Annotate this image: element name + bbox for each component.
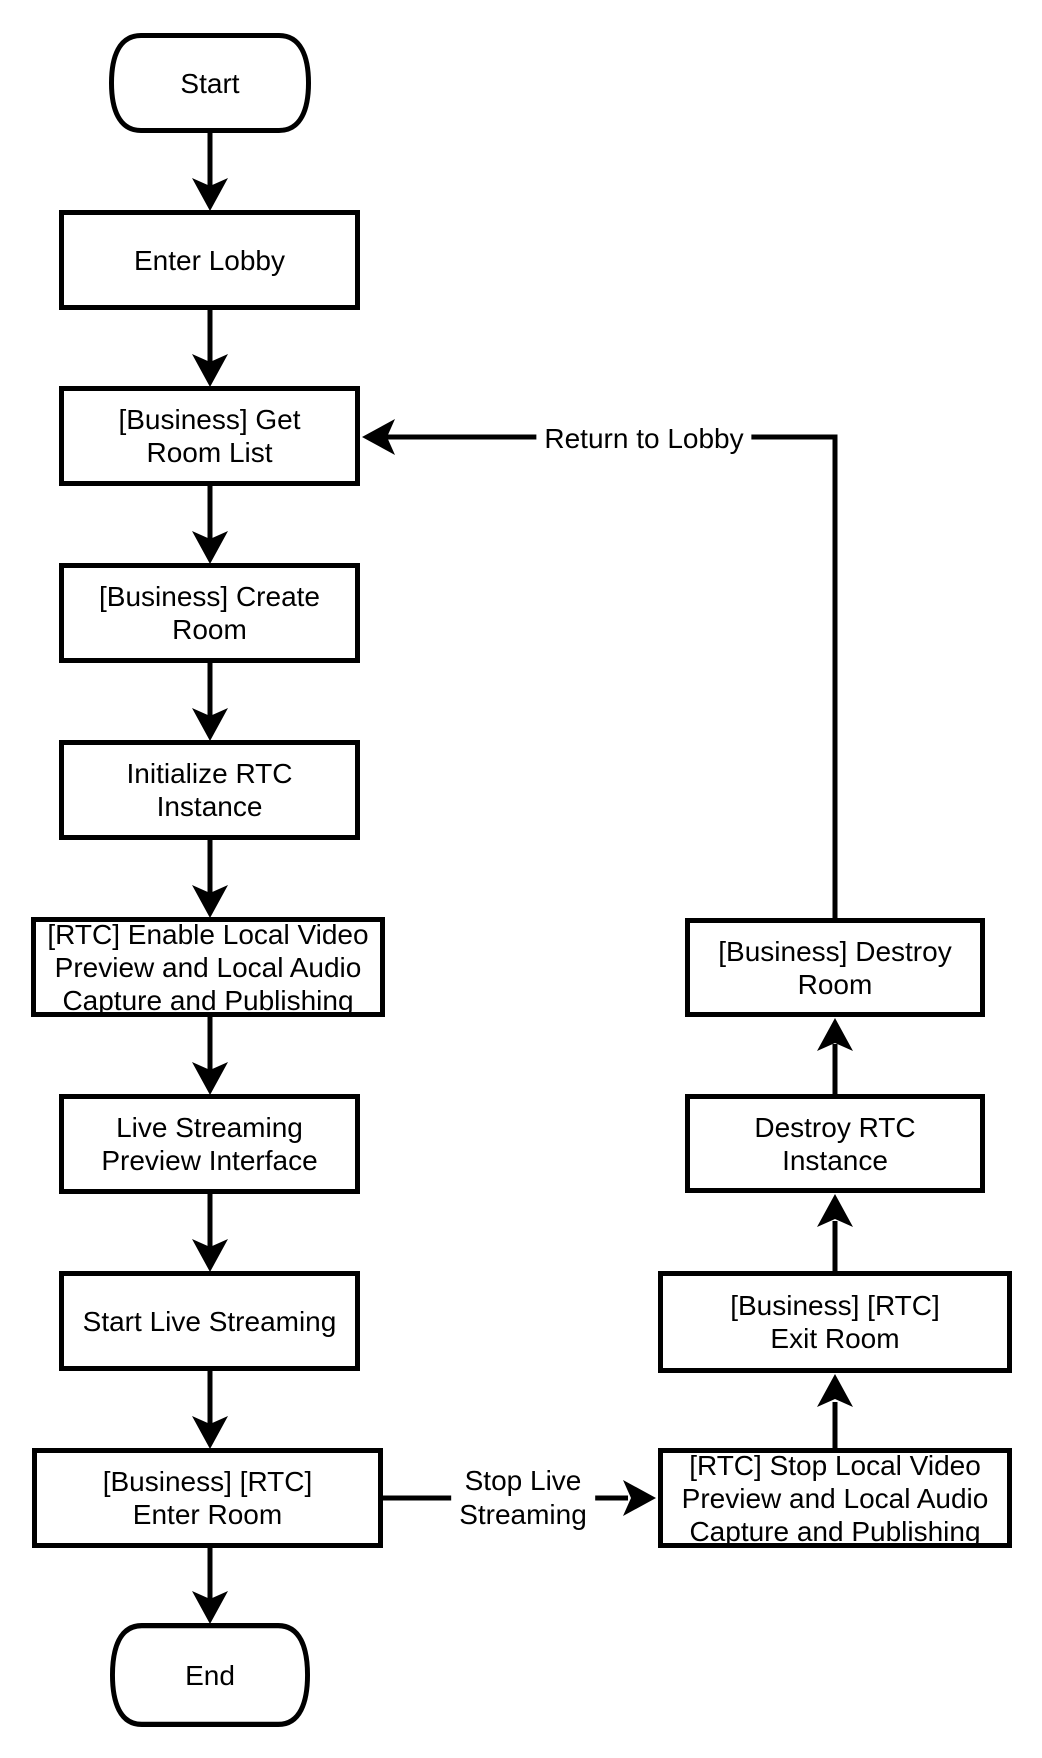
terminator-shape [109, 33, 311, 133]
node-enter-lobby: Enter Lobby [59, 210, 360, 310]
node-create-room: [Business] Create Room [59, 563, 360, 663]
edge-start-live-to-enter-room [192, 1371, 228, 1449]
terminator-shape [110, 1623, 310, 1727]
node-live-streaming-preview-interface: Live Streaming Preview Interface [59, 1094, 360, 1194]
node-label: Initialize RTC Instance [126, 758, 293, 822]
node-label: [RTC] Enable Local Video Preview and Loc… [47, 918, 369, 1016]
node-enable-local-av: [RTC] Enable Local Video Preview and Loc… [31, 917, 385, 1017]
edge-live-preview-to-start-live [192, 1194, 228, 1272]
node-enter-room: [Business] [RTC] Enter Room [32, 1448, 383, 1548]
node-label: [Business] [RTC] Exit Room [730, 1290, 940, 1354]
edge-destroy-room-to-get-room-list [362, 419, 838, 918]
node-start-live-streaming: Start Live Streaming [59, 1271, 360, 1371]
edge-destroy-rtc-to-destroy-room [817, 1018, 853, 1094]
node-destroy-room: [Business] Destroy Room [685, 918, 985, 1017]
node-label: [Business] Get Room List [118, 404, 301, 468]
node-label: [Business] Create Room [99, 581, 320, 645]
edge-label-return-to-lobby: Return to Lobby [536, 421, 752, 457]
edge-exit-room-to-destroy-rtc [817, 1194, 853, 1271]
edge-init-rtc-to-enable-local-av [192, 840, 228, 918]
node-start-terminator: Start [109, 33, 311, 133]
node-label: Start [180, 67, 240, 99]
node-label: Live Streaming Preview Interface [101, 1112, 318, 1176]
node-label: Start Live Streaming [82, 1305, 337, 1337]
node-get-room-list: [Business] Get Room List [59, 386, 360, 486]
node-end-terminator: End [110, 1623, 310, 1727]
node-label: Destroy RTC Instance [754, 1111, 916, 1176]
node-destroy-rtc-instance: Destroy RTC Instance [685, 1094, 985, 1193]
edge-enter-lobby-to-get-room-list [192, 310, 228, 387]
edge-enable-local-av-to-live-preview [192, 1017, 228, 1095]
node-label: Enter Lobby [134, 244, 285, 276]
edge-get-room-list-to-create-room [192, 486, 228, 564]
node-label: End [185, 1659, 235, 1691]
node-initialize-rtc-instance: Initialize RTC Instance [59, 740, 360, 840]
node-label: [Business] [RTC] Enter Room [102, 1466, 313, 1530]
edge-enter-room-to-end [192, 1548, 228, 1624]
edge-label-stop-live-streaming: Stop Live Streaming [451, 1463, 595, 1533]
node-stop-local-av: [RTC] Stop Local Video Preview and Local… [658, 1448, 1012, 1548]
node-exit-room: [Business] [RTC] Exit Room [658, 1271, 1012, 1373]
edge-stop-local-av-to-exit-room [817, 1374, 853, 1448]
node-label: [RTC] Stop Local Video Preview and Local… [681, 1449, 989, 1547]
node-label: [Business] Destroy Room [718, 935, 952, 1000]
edge-create-room-to-init-rtc [192, 663, 228, 741]
edge-start-to-enter-lobby [192, 133, 228, 211]
